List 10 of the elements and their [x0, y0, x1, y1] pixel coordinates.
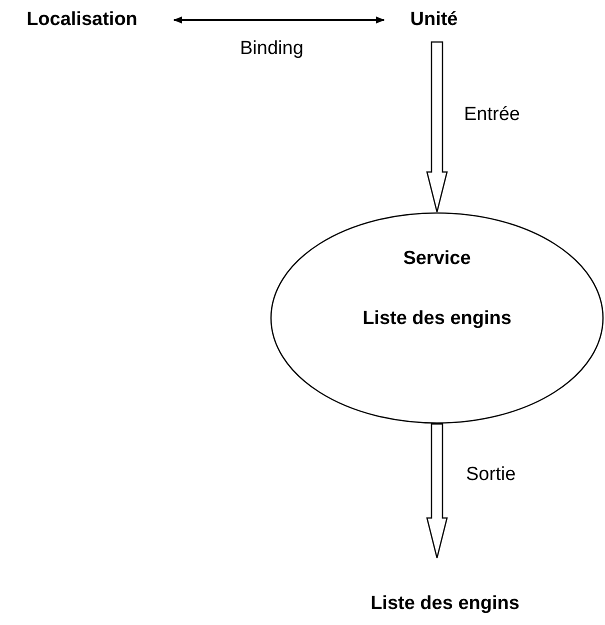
block-arrow — [426, 41, 448, 213]
node-label: Unité — [398, 6, 470, 34]
ellipse-title: Service — [402, 248, 472, 270]
edge-label: Binding — [240, 38, 304, 60]
double-arrow — [173, 16, 385, 24]
node-label: Liste des engins — [340, 590, 550, 618]
block-arrow — [426, 423, 448, 559]
process-ellipse — [270, 212, 604, 424]
ellipse-text: Liste des engins — [362, 308, 512, 330]
node-label: Localisation — [8, 6, 156, 34]
